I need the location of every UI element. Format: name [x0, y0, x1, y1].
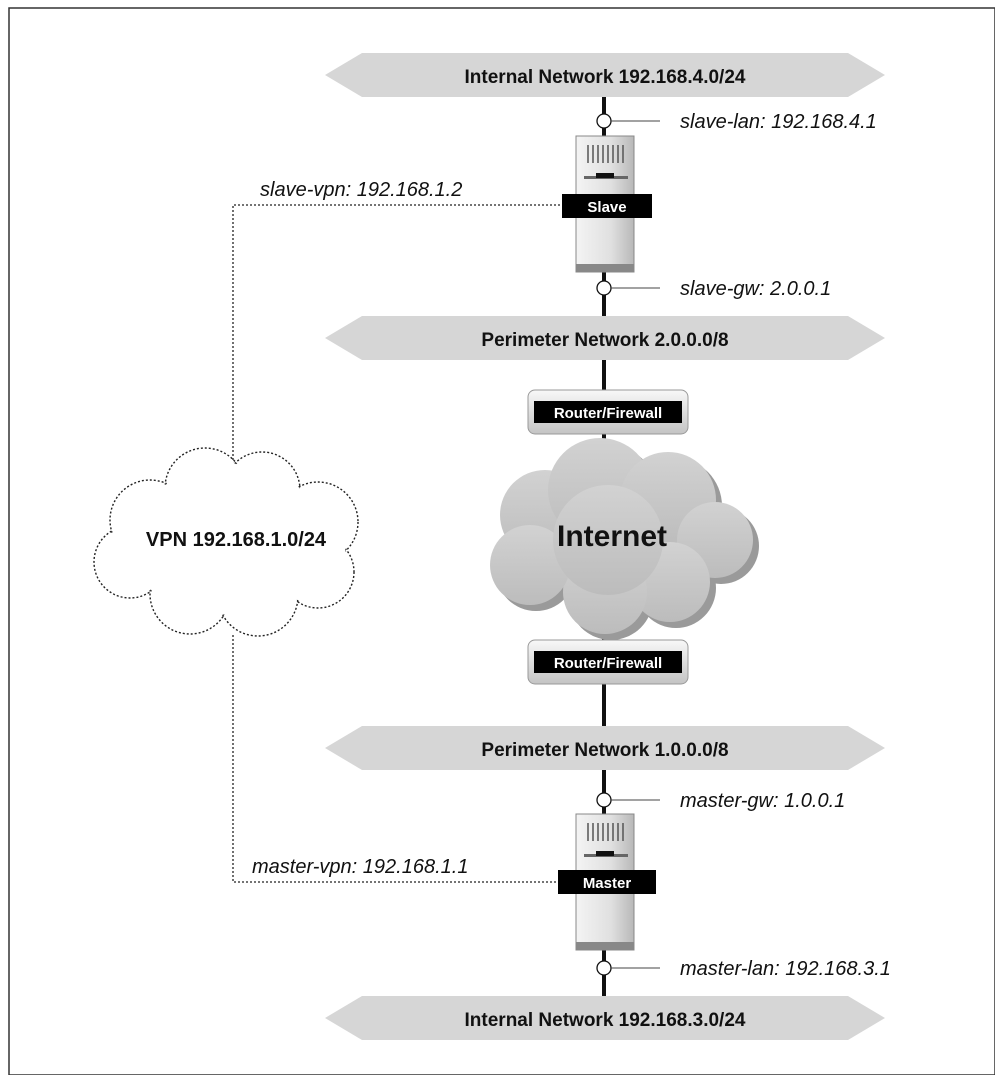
network-internal-bottom-label: Internal Network 192.168.3.0/24 — [465, 1010, 746, 1031]
slave-vpn-link — [232, 204, 560, 468]
network-internal-top-label: Internal Network 192.168.4.0/24 — [465, 67, 746, 88]
vpn-links — [232, 204, 560, 883]
slave-vpn-label: slave-vpn: 192.168.1.2 — [260, 179, 462, 201]
master-lan-label: master-lan: 192.168.3.1 — [680, 958, 891, 980]
slave-label: Slave — [587, 199, 626, 216]
master-gw-port — [596, 792, 612, 808]
vpn-label: VPN 192.168.1.0/24 — [146, 529, 327, 551]
master-label: Master — [583, 875, 632, 892]
network-perimeter-top-label: Perimeter Network 2.0.0.0/8 — [481, 330, 728, 351]
router-firewall-bottom-label: Router/Firewall — [554, 655, 662, 672]
internet-cloud-icon: Internet — [490, 438, 759, 640]
network-perimeter-top: Perimeter Network 2.0.0.0/8 — [325, 316, 885, 360]
master-plate — [558, 870, 656, 894]
master-vpn-label: master-vpn: 192.168.1.1 — [252, 856, 468, 878]
network-internal-top: Internal Network 192.168.4.0/24 — [325, 53, 885, 97]
master-gw-label: master-gw: 1.0.0.1 — [680, 790, 845, 812]
router-firewall-top-label: Router/Firewall — [554, 405, 662, 422]
master-lan-port — [596, 960, 612, 976]
master-vpn-link — [232, 635, 560, 883]
router-firewall-bottom-icon: Router/Firewall — [527, 639, 689, 685]
master-server-icon: Master — [558, 813, 656, 951]
slave-server-icon: Slave — [562, 135, 652, 273]
internet-label: Internet — [557, 520, 667, 553]
network-internal-bottom: Internal Network 192.168.3.0/24 — [325, 996, 885, 1040]
vpn-cloud-icon: VPN 192.168.1.0/24 — [93, 447, 359, 637]
network-perimeter-bottom-label: Perimeter Network 1.0.0.0/8 — [481, 740, 728, 761]
network-perimeter-bottom: Perimeter Network 1.0.0.0/8 — [325, 726, 885, 770]
slave-plate — [562, 194, 652, 218]
slave-gw-port — [596, 280, 612, 296]
slave-lan-port — [596, 113, 612, 129]
router-firewall-top-icon: Router/Firewall — [527, 389, 689, 435]
slave-lan-label: slave-lan: 192.168.4.1 — [680, 111, 877, 133]
diagram-frame — [8, 7, 995, 1075]
slave-gw-label: slave-gw: 2.0.0.1 — [680, 278, 831, 300]
